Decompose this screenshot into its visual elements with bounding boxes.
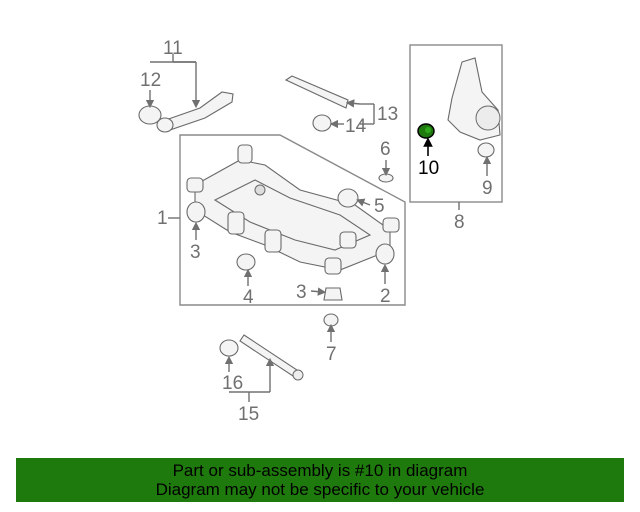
knuckle-panel xyxy=(409,44,503,203)
callout-2: 2 xyxy=(380,286,391,307)
callout-3b: 3 xyxy=(296,282,307,303)
callout-7: 7 xyxy=(326,344,337,365)
callout-13: 13 xyxy=(377,104,398,125)
callout-16: 16 xyxy=(222,373,243,394)
bushing-5 xyxy=(337,188,359,208)
leader-lines xyxy=(145,54,492,402)
callout-1: 1 xyxy=(157,208,168,229)
callout-14: 14 xyxy=(345,116,367,137)
upper-arm xyxy=(138,91,234,133)
bushing-2 xyxy=(375,243,395,265)
subframe-illustration xyxy=(186,144,400,275)
callout-12: 12 xyxy=(140,70,161,91)
subframe-panel xyxy=(179,134,406,306)
callout-8: 8 xyxy=(454,212,465,233)
callout-10: 10 xyxy=(418,158,439,179)
control-arm xyxy=(284,75,349,132)
banner-line-2: Diagram may not be specific to your vehi… xyxy=(155,480,485,499)
callout-4: 4 xyxy=(243,287,254,308)
bushing-4 xyxy=(236,253,256,271)
callout-3a: 3 xyxy=(190,242,201,263)
parts-diagram: 11 12 13 14 1 3 4 3 2 5 6 7 8 9 10 15 16 xyxy=(138,38,503,425)
bushing-10-highlighted[interactable] xyxy=(417,123,435,139)
knuckle xyxy=(447,57,501,158)
callout-5: 5 xyxy=(374,196,385,217)
callout-15: 15 xyxy=(238,404,259,425)
callout-6: 6 xyxy=(380,139,391,160)
callout-9: 9 xyxy=(482,178,493,199)
nut-7 xyxy=(323,313,339,327)
bushing-3a xyxy=(186,201,206,223)
callout-11: 11 xyxy=(163,38,183,59)
info-banner: Part or sub-assembly is #10 in diagram D… xyxy=(16,458,624,502)
mount-3b xyxy=(323,287,343,301)
banner-line-1: Part or sub-assembly is #10 in diagram xyxy=(172,461,468,480)
washer-6 xyxy=(378,173,394,183)
